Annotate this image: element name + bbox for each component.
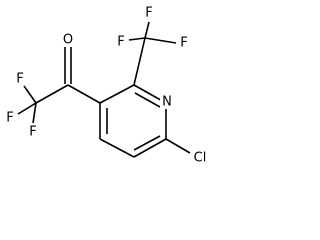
bond-carbonyl-to-ring	[67, 84, 101, 104]
bond-cf3-f-bottom	[32, 102, 37, 124]
atom-f-left-bottom: F	[29, 125, 36, 140]
bond-c2-to-cf3	[133, 37, 146, 86]
bonds	[17, 21, 191, 158]
atom-cl: Cl	[194, 151, 207, 166]
atom-o-carbonyl: O	[63, 33, 73, 48]
atom-f-left-top: F	[16, 72, 23, 87]
bond-cf3r-f-left	[128, 37, 146, 41]
atom-n-ring: N	[162, 95, 172, 110]
bond-cf3-f-top	[23, 85, 37, 104]
atom-labels: O F F F F F F N Cl	[6, 6, 206, 166]
bond-cf3-f-left	[17, 102, 37, 115]
bond-cf3r-f-right	[144, 37, 177, 44]
atom-f-right-top: F	[145, 6, 152, 21]
bond-ring-c3-c2	[99, 84, 135, 104]
structure-diagram: O F F F F F F N Cl	[6, 6, 206, 166]
atom-f-right-right: F	[180, 36, 187, 51]
atom-f-left-mid: F	[6, 111, 13, 126]
bond-ring-c2-n-inner	[134, 92, 161, 108]
bond-carbonyl-to-cf3	[35, 84, 69, 104]
atom-f-right-left: F	[117, 35, 124, 50]
bond-c6-cl	[165, 138, 191, 154]
bond-ring-c6-c5	[133, 138, 167, 158]
atom-n-bg	[160, 95, 173, 109]
bond-ring-c6-c5-inner	[133, 135, 161, 151]
bond-cf3r-f-top	[144, 21, 150, 39]
bond-ring-c5-c4	[99, 138, 135, 158]
